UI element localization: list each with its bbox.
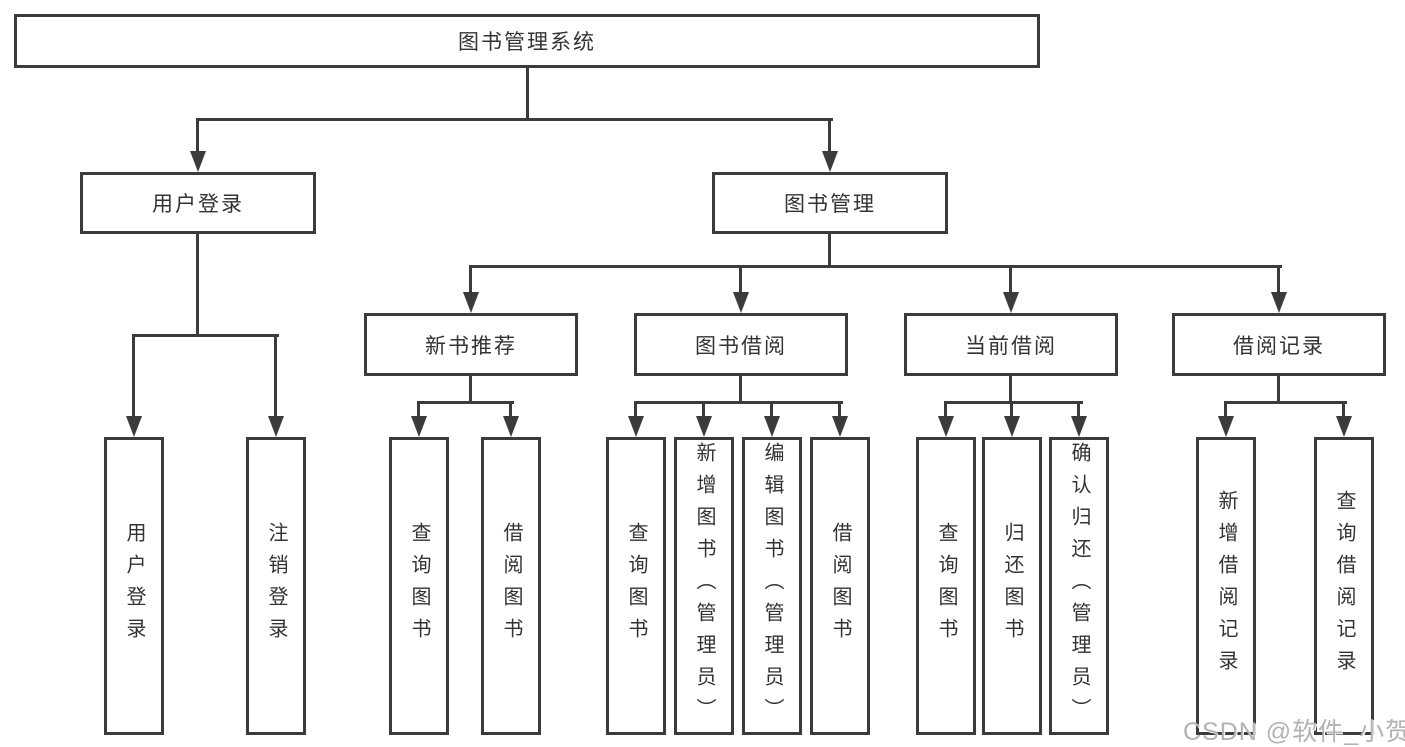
arrowhead-icon (1336, 416, 1352, 437)
leaf-query-books-recommend: 查询图书 (389, 437, 449, 735)
connector-line (634, 403, 637, 418)
arrowhead-icon (1003, 292, 1019, 313)
leaf-return-book: 归还图书 (982, 437, 1042, 735)
connector-line (1010, 403, 1013, 418)
leaf-add-book-admin: 新增图书（管理员） (674, 437, 734, 735)
connector-line (132, 336, 135, 418)
leaf-confirm-return-admin: 确认归还（管理员） (1049, 437, 1109, 735)
leaf-query-borrow-record: 查询借阅记录 (1314, 437, 1374, 735)
arrowhead-icon (832, 416, 848, 437)
connector-line (469, 376, 472, 403)
connector-line (1009, 376, 1012, 403)
arrowhead-icon (1218, 416, 1234, 437)
leaf-add-borrow-record: 新增借阅记录 (1196, 437, 1256, 735)
connector-line (417, 403, 420, 418)
connector-line (274, 336, 277, 418)
leaf-query-books-current: 查询图书 (916, 437, 976, 735)
node-library-management-system: 图书管理系统 (14, 14, 1040, 68)
leaf-logout: 注销登录 (246, 437, 306, 735)
connector-line (944, 403, 947, 418)
connector-line (1277, 267, 1280, 294)
connector-line (1224, 403, 1227, 418)
node-book-borrowing: 图书借阅 (634, 313, 848, 376)
connector-line (196, 234, 199, 336)
node-book-management: 图书管理 (712, 172, 948, 234)
leaf-borrow-books-recommend: 借阅图书 (481, 437, 541, 735)
arrowhead-icon (822, 151, 838, 172)
arrowhead-icon (268, 416, 284, 437)
connector-line (1224, 401, 1347, 404)
node-borrowing-records: 借阅记录 (1172, 313, 1386, 376)
connector-line (770, 403, 773, 418)
connector-line (634, 401, 843, 404)
arrowhead-icon (628, 416, 644, 437)
arrowhead-icon (1071, 416, 1087, 437)
connector-line (1077, 403, 1080, 418)
leaf-query-books-borrowing: 查询图书 (606, 437, 666, 735)
leaf-edit-book-admin: 编辑图书（管理员） (742, 437, 802, 735)
connector-line (1277, 376, 1280, 403)
connector-line (828, 234, 831, 267)
arrowhead-icon (696, 416, 712, 437)
node-user-login: 用户登录 (80, 172, 316, 234)
leaf-borrow-books-borrowing: 借阅图书 (810, 437, 870, 735)
connector-line (1009, 267, 1012, 294)
connector-line (739, 267, 742, 294)
arrowhead-icon (1004, 416, 1020, 437)
connector-line (1342, 403, 1345, 418)
arrowhead-icon (126, 416, 142, 437)
arrowhead-icon (733, 292, 749, 313)
connector-line (509, 403, 512, 418)
connector-line (417, 401, 514, 404)
arrowhead-icon (411, 416, 427, 437)
leaf-user-login: 用户登录 (104, 437, 164, 735)
node-current-borrowing: 当前借阅 (904, 313, 1118, 376)
connector-line (828, 120, 831, 153)
arrowhead-icon (1271, 292, 1287, 313)
csdn-watermark: CSDN @软件_小贺同学 (1183, 718, 1405, 746)
connector-line (739, 376, 742, 403)
connector-line (196, 120, 199, 153)
connector-line (944, 401, 1083, 404)
connector-line (469, 267, 472, 294)
arrowhead-icon (938, 416, 954, 437)
node-new-book-recommendation: 新书推荐 (364, 313, 578, 376)
connector-line (469, 265, 1282, 268)
connector-line (838, 403, 841, 418)
connector-line (132, 334, 279, 337)
arrowhead-icon (764, 416, 780, 437)
arrowhead-icon (503, 416, 519, 437)
arrowhead-icon (463, 292, 479, 313)
connector-line (526, 68, 529, 120)
connector-line (702, 403, 705, 418)
arrowhead-icon (190, 151, 206, 172)
connector-line (196, 118, 833, 121)
